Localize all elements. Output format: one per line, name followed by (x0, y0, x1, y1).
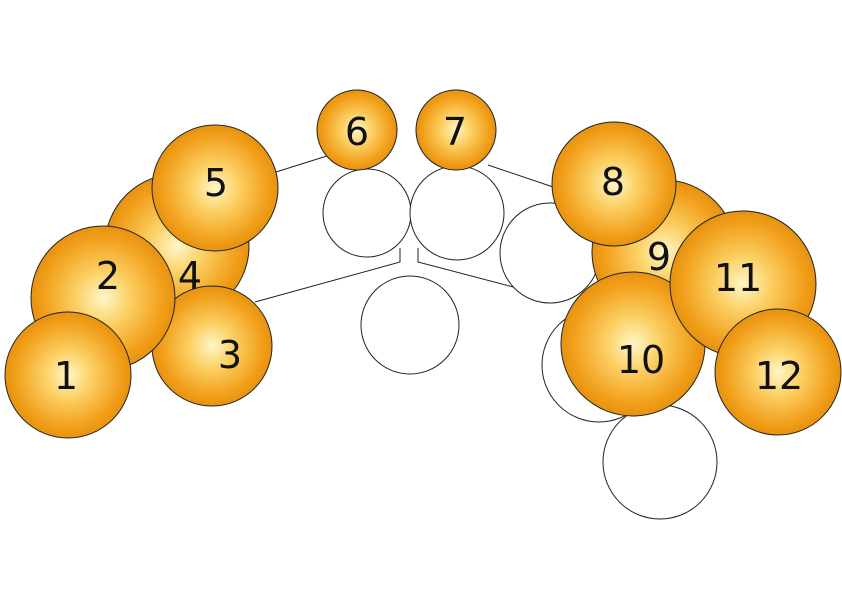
circle-6 (316, 89, 398, 171)
label-12: 12 (755, 354, 803, 398)
label-6: 6 (345, 110, 369, 154)
label-9: 9 (647, 235, 671, 279)
empty-circle (409, 165, 505, 261)
empty-circle (602, 404, 718, 520)
circle-5 (151, 124, 279, 252)
empty-circle (360, 275, 460, 375)
label-10: 10 (617, 338, 665, 382)
label-11: 11 (714, 256, 762, 300)
label-7: 7 (443, 110, 467, 154)
circle-8 (551, 121, 677, 247)
label-2: 2 (96, 254, 120, 298)
label-4: 4 (178, 254, 202, 298)
circle-7 (415, 89, 497, 171)
label-3: 3 (218, 333, 242, 377)
empty-circle (322, 168, 412, 258)
connector-left-upper (275, 154, 331, 173)
circle-labels: 1 2 3 4 5 6 7 8 9 10 11 12 (54, 110, 803, 398)
connector-left-lower (254, 248, 401, 303)
connector-right-upper (487, 164, 557, 189)
filled-circles (4, 89, 842, 439)
circle-12 (714, 308, 842, 436)
label-5: 5 (204, 161, 228, 205)
label-8: 8 (601, 160, 625, 204)
label-1: 1 (54, 354, 78, 398)
connector-lines (254, 154, 557, 303)
connector-right-lower (417, 248, 556, 299)
circle-1 (4, 311, 132, 439)
